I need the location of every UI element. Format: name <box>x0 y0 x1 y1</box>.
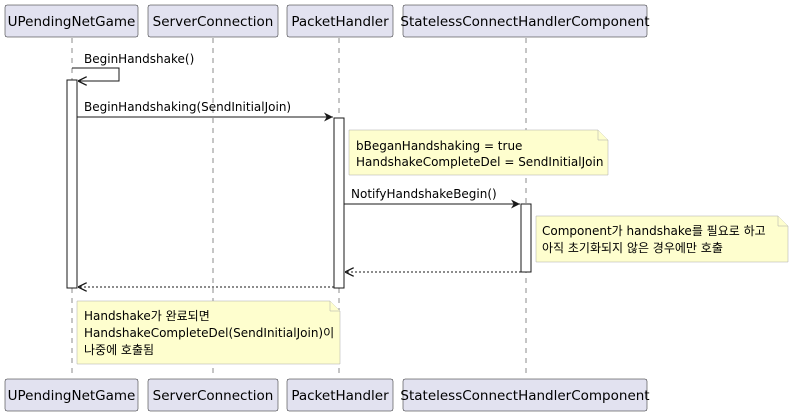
participant-top-statelessconnecthandlercomponent: StatelessConnectHandlerComponent <box>400 4 650 38</box>
note-line: 아직 초기화되지 않은 경우에만 호출 <box>542 241 723 255</box>
message-label: BeginHandshaking(SendInitialJoin) <box>84 100 291 114</box>
note-line: HandshakeCompleteDel(SendInitialJoin)이 <box>84 326 334 340</box>
activation-statelessconnecthandlercomponent <box>520 203 532 273</box>
message-beginhandshake: BeginHandshake() <box>72 52 194 81</box>
message-arrow <box>72 67 120 81</box>
participant-label: StatelessConnectHandlerComponent <box>400 14 649 30</box>
participant-top-upendingnetgame: UPendingNetGame <box>4 4 139 38</box>
participant-label: StatelessConnectHandlerComponent <box>400 388 649 404</box>
note-handshake-complete: Handshake가 완료되면 HandshakeCompleteDel(Sen… <box>76 300 341 365</box>
participant-bottom-upendingnetgame: UPendingNetGame <box>4 378 139 412</box>
message-label: BeginHandshake() <box>84 52 194 66</box>
note-line: Component가 handshake를 필요로 하고 <box>542 224 766 238</box>
note-line: Handshake가 완료되면 <box>84 309 210 323</box>
note-line: 나중에 호출됨 <box>84 343 154 357</box>
note-line: HandshakeCompleteDel = SendInitialJoin <box>356 155 603 169</box>
message-label: NotifyHandshakeBegin() <box>351 187 497 201</box>
participant-bottom-serverconnection: ServerConnection <box>147 378 279 412</box>
activation-packethandler <box>333 117 345 289</box>
participant-label: UPendingNetGame <box>8 14 136 30</box>
note-component-condition: Component가 handshake를 필요로 하고 아직 초기화되지 않은… <box>535 215 789 263</box>
participant-label: PacketHandler <box>291 388 389 404</box>
participant-label: ServerConnection <box>153 388 274 404</box>
activation-upendingnetgame <box>66 79 78 289</box>
participant-bottom-packethandler: PacketHandler <box>286 378 394 412</box>
message-beginhandshaking: BeginHandshaking(SendInitialJoin) <box>77 100 333 122</box>
participant-top-packethandler: PacketHandler <box>286 4 394 38</box>
note-handshake-state: bBeganHandshaking = true HandshakeComple… <box>348 129 609 176</box>
participant-label: PacketHandler <box>291 14 389 30</box>
note-line: bBeganHandshaking = true <box>356 139 522 153</box>
message-notifyhandshakebegin: NotifyHandshakeBegin() <box>344 187 520 209</box>
participant-label: ServerConnection <box>153 14 274 30</box>
participant-top-serverconnection: ServerConnection <box>147 4 279 38</box>
participant-label: UPendingNetGame <box>8 388 136 404</box>
participant-bottom-statelessconnecthandlercomponent: StatelessConnectHandlerComponent <box>400 378 650 412</box>
